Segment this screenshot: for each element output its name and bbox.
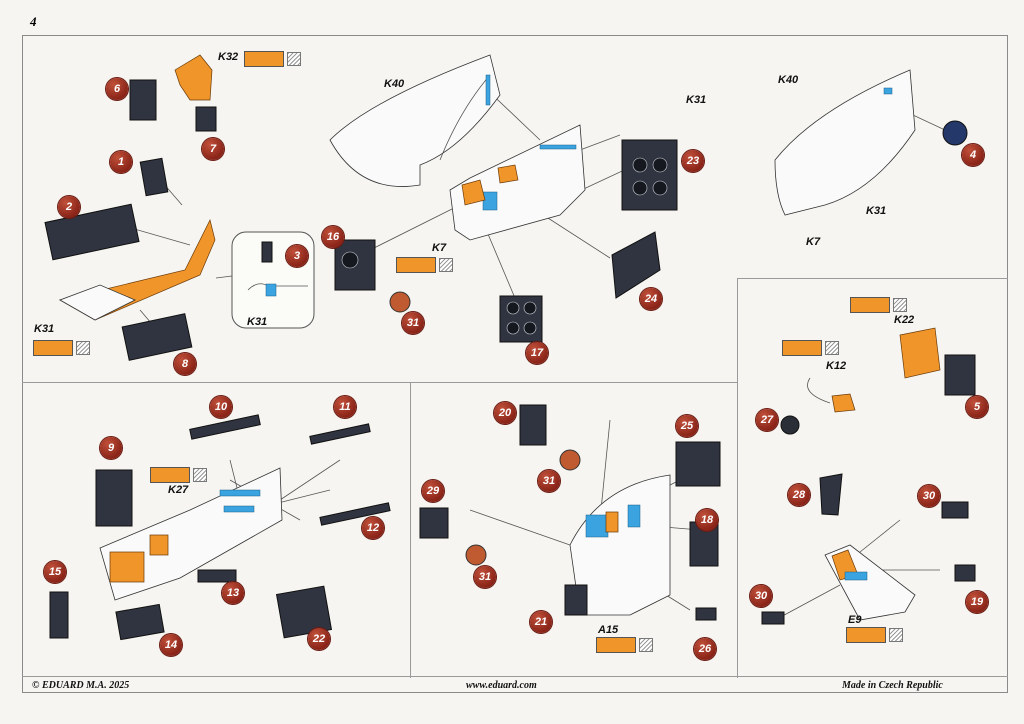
callout-28: 28 xyxy=(788,484,810,506)
callout-27: 27 xyxy=(756,409,778,431)
callout-15: 15 xyxy=(44,561,66,583)
instruction-frame xyxy=(22,35,1008,693)
callout-5: 5 xyxy=(966,396,988,418)
callout-3: 3 xyxy=(286,245,308,267)
website-link[interactable]: www.eduard.com xyxy=(466,680,537,691)
ref-k31-left: K31 xyxy=(34,323,55,335)
ref-k12: K12 xyxy=(826,360,847,372)
page-number: 4 xyxy=(30,14,37,29)
callout-13: 13 xyxy=(222,582,244,604)
callout-17: 17 xyxy=(526,342,548,364)
fuselage-k40 xyxy=(329,54,501,187)
divider-vertical-middle xyxy=(410,382,411,678)
fuselage-right xyxy=(774,69,968,216)
divider-horizontal-left xyxy=(22,382,738,383)
left-console-k27 xyxy=(49,414,391,641)
color-swatch-k22-top xyxy=(850,297,907,313)
color-swatch-a15 xyxy=(596,637,653,653)
callout-8: 8 xyxy=(174,353,196,375)
color-swatch-k31 xyxy=(33,340,90,356)
ref-k27: K27 xyxy=(168,484,189,496)
ref-k7-right: K7 xyxy=(806,236,821,248)
callout-14: 14 xyxy=(160,634,182,656)
callout-21: 21 xyxy=(530,611,552,633)
ref-k31-top: K31 xyxy=(686,94,707,106)
panels-middle xyxy=(334,139,678,343)
divider-horizontal-right xyxy=(737,278,1008,279)
side-console-k31 xyxy=(449,124,586,241)
callout-29: 29 xyxy=(422,480,444,502)
color-swatch-k12 xyxy=(782,340,839,356)
color-swatch-k27 xyxy=(150,467,207,483)
callout-6: 6 xyxy=(106,78,128,100)
instrument-cluster-k22 xyxy=(780,327,976,435)
color-swatch-k32 xyxy=(244,51,301,67)
ref-k7-mid: K7 xyxy=(432,242,447,254)
ref-k22: K22 xyxy=(894,314,915,326)
ref-e9: E9 xyxy=(848,614,862,626)
callout-25: 25 xyxy=(676,415,698,437)
callout-16: 16 xyxy=(322,226,344,248)
callout-24: 24 xyxy=(640,288,662,310)
ref-k32: K32 xyxy=(218,51,239,63)
color-swatch-e9 xyxy=(846,627,903,643)
ref-k40-left: K40 xyxy=(384,78,405,90)
callout-30-top: 30 xyxy=(918,485,940,507)
callout-31-low: 31 xyxy=(474,566,496,588)
ref-k31-inset: K31 xyxy=(247,316,268,328)
callout-20: 20 xyxy=(494,402,516,424)
callout-31-mid: 31 xyxy=(538,470,560,492)
ref-k31-right: K31 xyxy=(866,205,887,217)
copyright: © EDUARD M.A. 2025 xyxy=(32,680,130,691)
callout-26: 26 xyxy=(694,638,716,660)
callout-2: 2 xyxy=(58,196,80,218)
rear-bulkhead-a15 xyxy=(419,404,721,621)
callout-9: 9 xyxy=(100,437,122,459)
floor-assembly xyxy=(44,157,216,361)
divider-footer xyxy=(22,676,1008,677)
color-swatch-k7 xyxy=(396,257,453,273)
callout-22: 22 xyxy=(308,628,330,650)
callout-10: 10 xyxy=(210,396,232,418)
callout-18: 18 xyxy=(696,509,718,531)
callout-23: 23 xyxy=(682,150,704,172)
callout-4: 4 xyxy=(962,144,984,166)
seat-bracket xyxy=(129,54,217,132)
callout-30-bottom: 30 xyxy=(750,585,772,607)
made-in: Made in Czech Republic xyxy=(842,680,943,691)
callout-11: 11 xyxy=(334,396,356,418)
callout-12: 12 xyxy=(362,517,384,539)
callout-31-top: 31 xyxy=(402,312,424,334)
callout-1: 1 xyxy=(110,151,132,173)
ref-k40-right: K40 xyxy=(778,74,799,86)
floor-e9 xyxy=(761,473,976,625)
divider-vertical-right xyxy=(737,278,738,678)
ref-a15: A15 xyxy=(598,624,619,636)
callout-19: 19 xyxy=(966,591,988,613)
callout-7: 7 xyxy=(202,138,224,160)
